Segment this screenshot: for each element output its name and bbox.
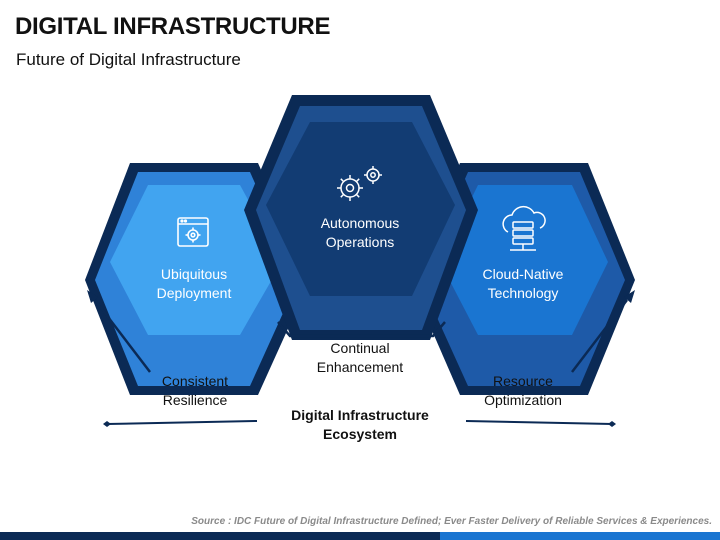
caption-continual-enhancement: Continual Enhancement: [290, 339, 430, 377]
left-hexagon-label-line2: Deployment: [156, 285, 232, 301]
right-hexagon-label: Cloud-Native Technology: [453, 265, 593, 303]
ecosystem-line: [106, 420, 613, 425]
caption-bottom-line1: Digital Infrastructure: [291, 407, 429, 423]
footer-bar: [0, 532, 720, 540]
page-subtitle: Future of Digital Infrastructure: [16, 50, 241, 69]
cloud-server-icon: [502, 205, 546, 251]
ecosystem-right-end: [608, 421, 616, 427]
caption-bottom-line2: Ecosystem: [323, 426, 397, 442]
center-hexagon-label-line2: Operations: [325, 234, 395, 250]
ecosystem-left-end: [103, 421, 111, 427]
caption-right-line1: Resource: [493, 373, 553, 389]
center-hexagon-label-line1: Autonomous: [320, 215, 400, 231]
caption-right-line2: Optimization: [484, 392, 562, 408]
gears-icon: [337, 166, 382, 201]
center-hexagon-label: Autonomous Operations: [290, 214, 430, 252]
caption-consistent-resilience: Consistent Resilience: [125, 372, 265, 410]
footer-bar-navy: [0, 532, 440, 540]
page-title: DIGITAL INFRASTRUCTURE: [15, 13, 331, 40]
right-hexagon-label-line2: Technology: [487, 285, 559, 301]
browser-gear-icon: [177, 217, 209, 247]
left-hexagon-label: Ubiquitous Deployment: [124, 265, 264, 303]
caption-ecosystem: Digital Infrastructure Ecosystem: [270, 406, 450, 444]
right-hexagon-label-line1: Cloud-Native: [482, 266, 564, 282]
caption-resource-optimization: Resource Optimization: [453, 372, 593, 410]
caption-center-line2: Enhancement: [316, 359, 404, 375]
caption-center-line1: Continual: [330, 340, 390, 356]
source-note: Source : IDC Future of Digital Infrastru…: [191, 516, 712, 527]
connector-lines: [94, 299, 628, 373]
left-hexagon-label-line1: Ubiquitous: [160, 266, 228, 282]
right-arrowhead: [624, 290, 635, 303]
left-arrowhead: [87, 290, 98, 303]
caption-left-line2: Resilience: [162, 392, 228, 408]
footer-bar-blue: [440, 532, 720, 540]
center-hexagon: [244, 95, 478, 340]
caption-left-line1: Consistent: [161, 373, 229, 389]
